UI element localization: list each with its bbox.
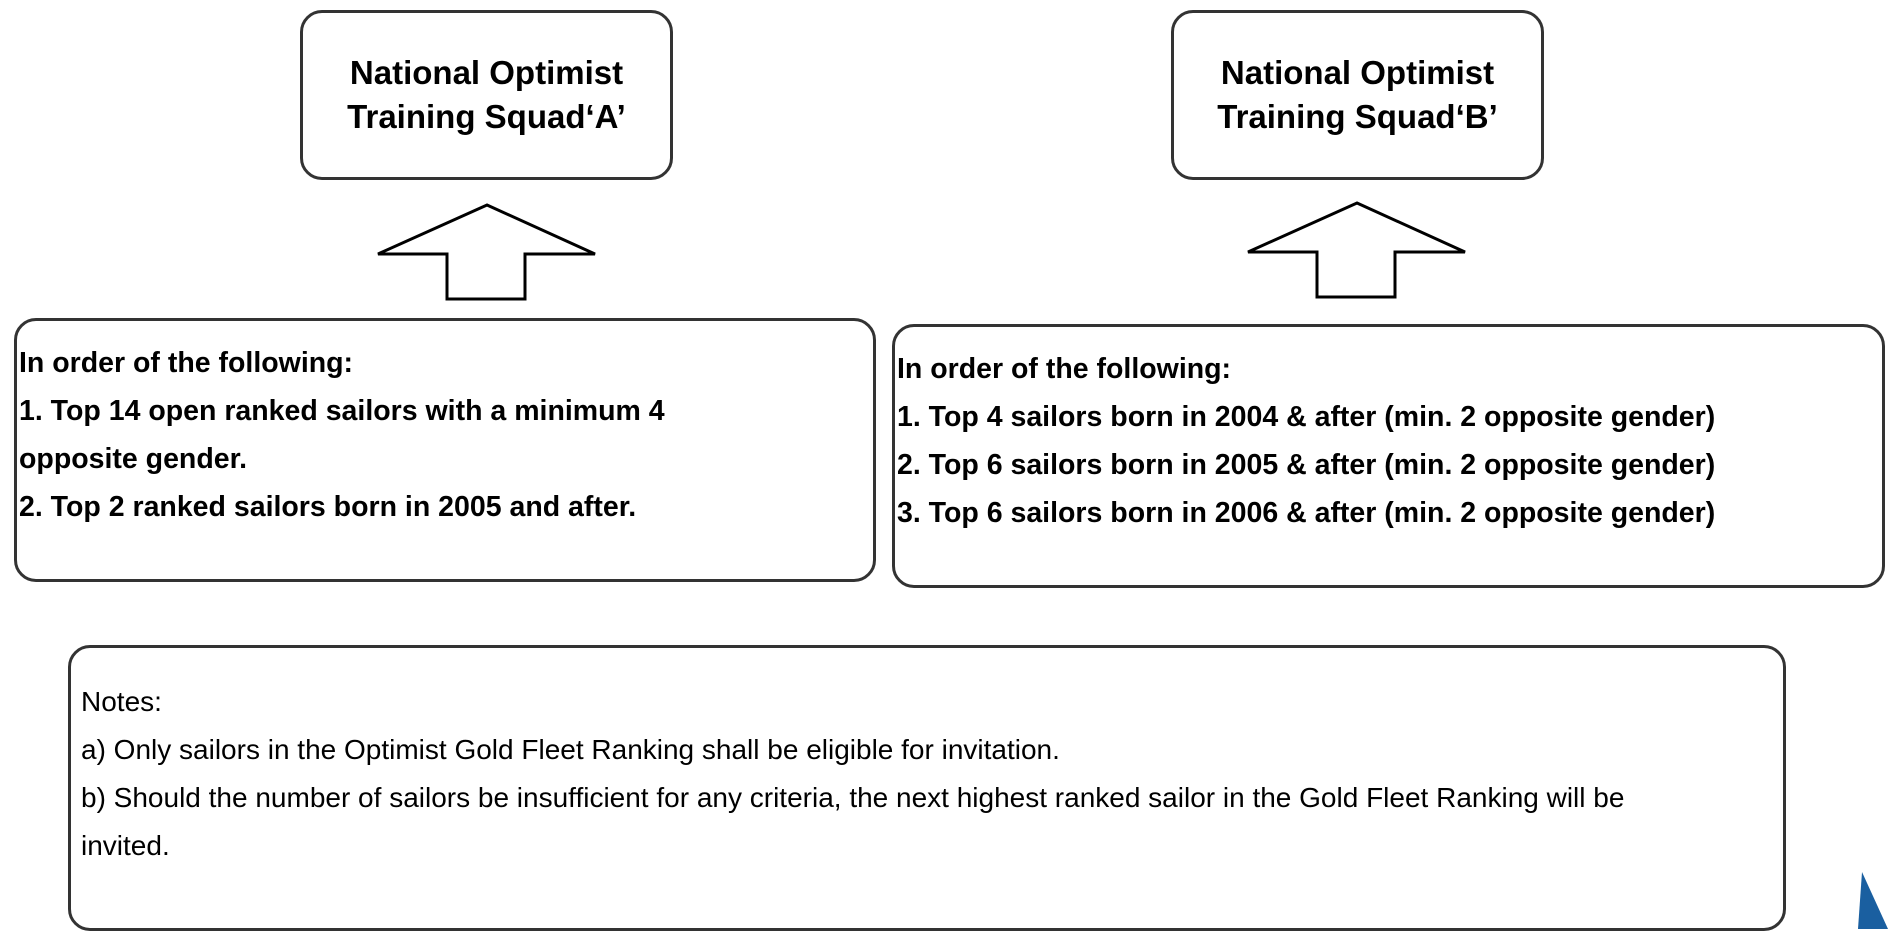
squad-b-criteria-item: 1. Top 4 sailors born in 2004 & after (m… bbox=[897, 401, 1716, 433]
sail-logo-shape bbox=[1858, 872, 1888, 929]
up-arrow-b-icon bbox=[1247, 201, 1466, 299]
squad-a-title-line2: Training Squad‘A’ bbox=[347, 98, 626, 135]
notes-item: a) Only sailors in the Optimist Gold Fle… bbox=[81, 734, 1060, 765]
up-arrow-a-icon bbox=[377, 203, 596, 301]
squad-a-title-line1: National Optimist bbox=[349, 54, 624, 91]
squad-b-criteria-box: In order of the following: 1. Top 4 sail… bbox=[892, 324, 1885, 588]
squad-b-criteria-item: 2. Top 6 sailors born in 2005 & after (m… bbox=[897, 449, 1716, 481]
notes-heading: Notes: bbox=[81, 686, 162, 717]
squad-a-criteria-box: In order of the following: 1. Top 14 ope… bbox=[14, 318, 876, 582]
notes-box: Notes: a) Only sailors in the Optimist G… bbox=[68, 645, 1786, 931]
squad-b-title-box: National Optimist Training Squad‘B’ bbox=[1171, 10, 1544, 180]
squad-b-title-line2: Training Squad‘B’ bbox=[1217, 98, 1498, 135]
sail-logo-icon bbox=[1858, 872, 1888, 929]
notes-item: b) Should the number of sailors be insuf… bbox=[81, 782, 1625, 861]
squad-a-criteria-item: 1. Top 14 open ranked sailors with a min… bbox=[19, 395, 665, 475]
squad-a-criteria-heading: In order of the following: bbox=[19, 347, 354, 379]
squad-a-criteria-item: 2. Top 2 ranked sailors born in 2005 and… bbox=[19, 491, 637, 523]
squad-b-criteria-heading: In order of the following: bbox=[897, 353, 1232, 385]
squad-a-title-box: National Optimist Training Squad‘A’ bbox=[300, 10, 673, 180]
squad-b-criteria-item: 3. Top 6 sailors born in 2006 & after (m… bbox=[897, 497, 1716, 529]
squad-b-title-line1: National Optimist bbox=[1220, 54, 1495, 91]
